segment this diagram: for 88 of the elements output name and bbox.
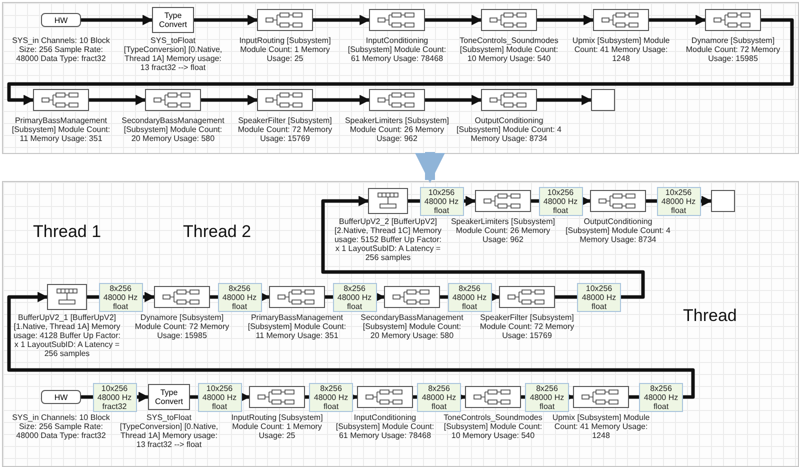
edge-label: 8x256 48000 Hz float (332, 282, 376, 312)
edge-label: 10x256 48000 Hz float (198, 382, 242, 412)
block-caption: InputConditioning [Subsystem] Module Count: 61 Memory Usage: 78468 (334, 413, 436, 440)
block-caption: ToneControls_Soundmodes [Subsystem] Module Count: 10 Memory Usage: 540 (458, 36, 560, 63)
wire-arrow (313, 94, 370, 106)
subsystem-block (369, 9, 425, 31)
block-caption: InputRouting [Subsystem] Module Count: 1 Memory Usage: 25 (238, 36, 332, 63)
block-caption: SYS_in Channels: 10 Block Size: 256 Sample Rate: 48000 Data Type: fract32 (11, 36, 111, 63)
block-caption: Upmix [Subsystem] Module Count: 41 Memory Usage: 1248 (571, 36, 671, 63)
edge-label: 8x256 48000 Hz float (417, 382, 461, 412)
type-converter-block: Type Convert (148, 384, 190, 410)
wire-arrow (313, 14, 370, 26)
block-caption: SpeakerLimiters [Subsystem] Module Count: 26 Memory Usage: 962 (450, 217, 556, 244)
subsystem-block (475, 190, 531, 212)
wire-arrow (89, 94, 146, 106)
subsystem-block (481, 89, 537, 111)
block-caption: SecondaryBassManagement [Subsystem] Module Count: 20 Memory Usage: 580 (360, 313, 464, 340)
edge-label: 8x256 48000 Hz float (639, 382, 683, 412)
block-caption: SYS_in Channels: 10 Block Size: 256 Sample Rate: 48000 Data Type: fract32 (11, 413, 111, 440)
input-block: HW (41, 390, 81, 404)
subsystem-block (257, 89, 313, 111)
block-caption: InputRouting [Subsystem] Module Count: 1 Memory Usage: 25 (230, 413, 324, 440)
block-caption: SecondaryBassManagement [Subsystem] Module Count: 20 Memory Usage: 580 (120, 116, 226, 143)
wire-arrow (201, 94, 258, 106)
input-block: HW (41, 13, 81, 27)
subsystem-block (369, 89, 425, 111)
block-caption: Dynamore [Subsystem] Module Count: 72 Memory Usage: 15985 (684, 36, 782, 63)
edge-label: 8x256 48000 Hz float (448, 282, 492, 312)
subsystem-block (590, 190, 646, 212)
subsystem-block (257, 9, 313, 31)
edge-label: 10x256 48000 Hz float (577, 282, 621, 312)
edge-label: 8x256 48000 Hz float (525, 382, 569, 412)
subsystem-block (481, 9, 537, 31)
truncated-block (591, 89, 615, 111)
subsystem-block (269, 286, 325, 308)
block-caption: SpeakerLimiters [Subsystem] Module Count: 26 Memory Usage: 962 (344, 116, 450, 143)
wire-arrow (81, 14, 154, 26)
buffer-block (47, 284, 87, 310)
subsystem-block (357, 386, 413, 408)
buffer-block (368, 188, 408, 214)
thread-label: Thread 2 (183, 222, 252, 242)
subsystem-block (145, 89, 201, 111)
block-caption: SpeakerFilter [Subsystem] Module Count: 72 Memory Usage: 15769 (478, 313, 576, 340)
block-caption: PrimaryBassManagement [Subsystem] Module Count: 11 Memory Usage: 351 (10, 116, 112, 143)
subsystem-block (593, 9, 649, 31)
subsystem-block (384, 286, 440, 308)
edge-label: 10x256 48000 Hz float (420, 186, 464, 216)
subsystem-block (499, 286, 555, 308)
wire-arrow (425, 14, 482, 26)
block-caption: OutputConditioning [Subsystem] Module Count: 4 Memory Usage: 8734 (564, 217, 672, 244)
down-arrow (415, 152, 445, 183)
block-caption: OutputConditioning [Subsystem] Module Count: 4 Memory Usage: 8734 (456, 116, 562, 143)
block-caption: Upmix [Subsystem] Module Count: 41 Memory Usage: 1248 (551, 413, 651, 440)
subsystem-block (33, 89, 89, 111)
thread-label: Thread 1 (33, 222, 102, 242)
block-caption: PrimaryBassManagement [Subsystem] Module Count: 11 Memory Usage: 351 (246, 313, 348, 340)
wire-arrow (537, 94, 592, 106)
edge-label: 8x256 48000 Hz float (98, 282, 142, 312)
thread-label: Thread (683, 306, 737, 326)
wire-arrow (425, 94, 482, 106)
edge-label: 8x256 48000 Hz float (218, 282, 262, 312)
subsystem-block (573, 386, 629, 408)
block-caption: SYS_toFloat [TypeConversion] [0.Native, Thread 1A] Memory usage: 13 fract32 --> float (122, 36, 224, 72)
subsystem-block (465, 386, 521, 408)
block-caption: BufferUpV2_1 [BufferUpV2] [1.Native, Thread 1A] Memory usage: 4128 Buffer Up Factor: x 1 LayoutSubID: A Latency = 256 samples (13, 313, 121, 358)
block-caption: SpeakerFilter [Subsystem] Module Count: 72 Memory Usage: 15769 (236, 116, 334, 143)
wire-arrow (194, 14, 258, 26)
edge-label: 10x256 48000 Hz float (656, 186, 700, 216)
block-caption: SYS_toFloat [TypeConversion] [0.Native, Thread 1A] Memory usage: 13 fract32 --> float (118, 413, 220, 449)
type-converter-block: Type Convert (152, 7, 194, 33)
block-caption: InputConditioning [Subsystem] Module Count: 61 Memory Usage: 78468 (346, 36, 448, 63)
truncated-block (711, 190, 735, 212)
edge-label: 10x256 48000 Hz float (538, 186, 582, 216)
wire-arrow (649, 14, 706, 26)
subsystem-block (249, 386, 305, 408)
wire-arrow (321, 196, 645, 299)
canvas-panel (2, 2, 799, 154)
subsystem-block (154, 286, 210, 308)
edge-label: 10x256 48000 Hz fract32 (92, 382, 136, 412)
block-caption: ToneControls_Soundmodes [Subsystem] Module Count: 10 Memory Usage: 540 (442, 413, 544, 440)
wire-arrow (7, 18, 794, 106)
block-caption: Dynamore [Subsystem] Module Count: 72 Memory Usage: 15985 (134, 313, 230, 340)
wire-arrow (7, 292, 695, 399)
canvas-panel (2, 181, 799, 467)
wire-arrow (537, 14, 594, 26)
edge-label: 8x256 48000 Hz float (309, 382, 353, 412)
subsystem-block (705, 9, 761, 31)
block-caption: BufferUpV2_2 [BufferUpV2] [2.Native, Thread 1C] Memory usage: 5152 Buffer Up Factor: x 1 LayoutSubID: A Latency = 256 samples (334, 217, 442, 262)
